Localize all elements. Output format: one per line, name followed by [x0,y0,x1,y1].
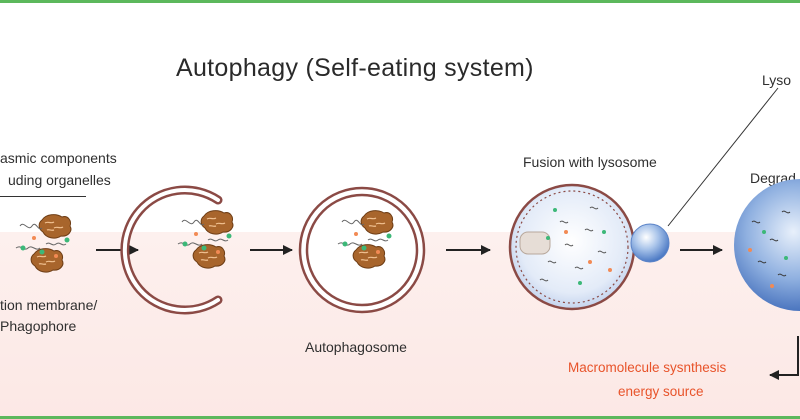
output-arrow-path [784,336,799,376]
degrading-organelle [519,231,551,255]
cytoplasmic-cargo [16,215,71,272]
label-autophagosome: Autophagosome [305,339,407,355]
label-isolation-membrane: tion membrane/ [0,297,98,313]
autophagosome-inner-membrane [305,193,419,307]
label-organelles: uding organelles [8,172,111,188]
label-cytoplasmic-components: asmic components [0,150,117,166]
fusion-fragments [539,206,612,285]
degradation-vesicle [734,179,800,311]
phagophore-membrane-inner [122,188,220,312]
lysosome [630,223,670,263]
label-lysosome: Lyso [762,72,792,88]
degradation-fragments [748,210,791,288]
phagophore-cargo [178,211,233,268]
diagram-title: Autophagy (Self-eating system) [176,54,534,82]
lysosome-pointer-line [667,87,779,227]
label-energy-source: energy source [618,384,704,399]
components-underline [0,196,86,197]
label-phagophore: Phagophore [0,318,77,334]
label-macromolecule-synthesis: Macromolecule sysnthesis [568,360,727,375]
label-fusion-with-lysosome: Fusion with lysosome [523,154,657,170]
autolysosome-inner-membrane [515,190,629,304]
